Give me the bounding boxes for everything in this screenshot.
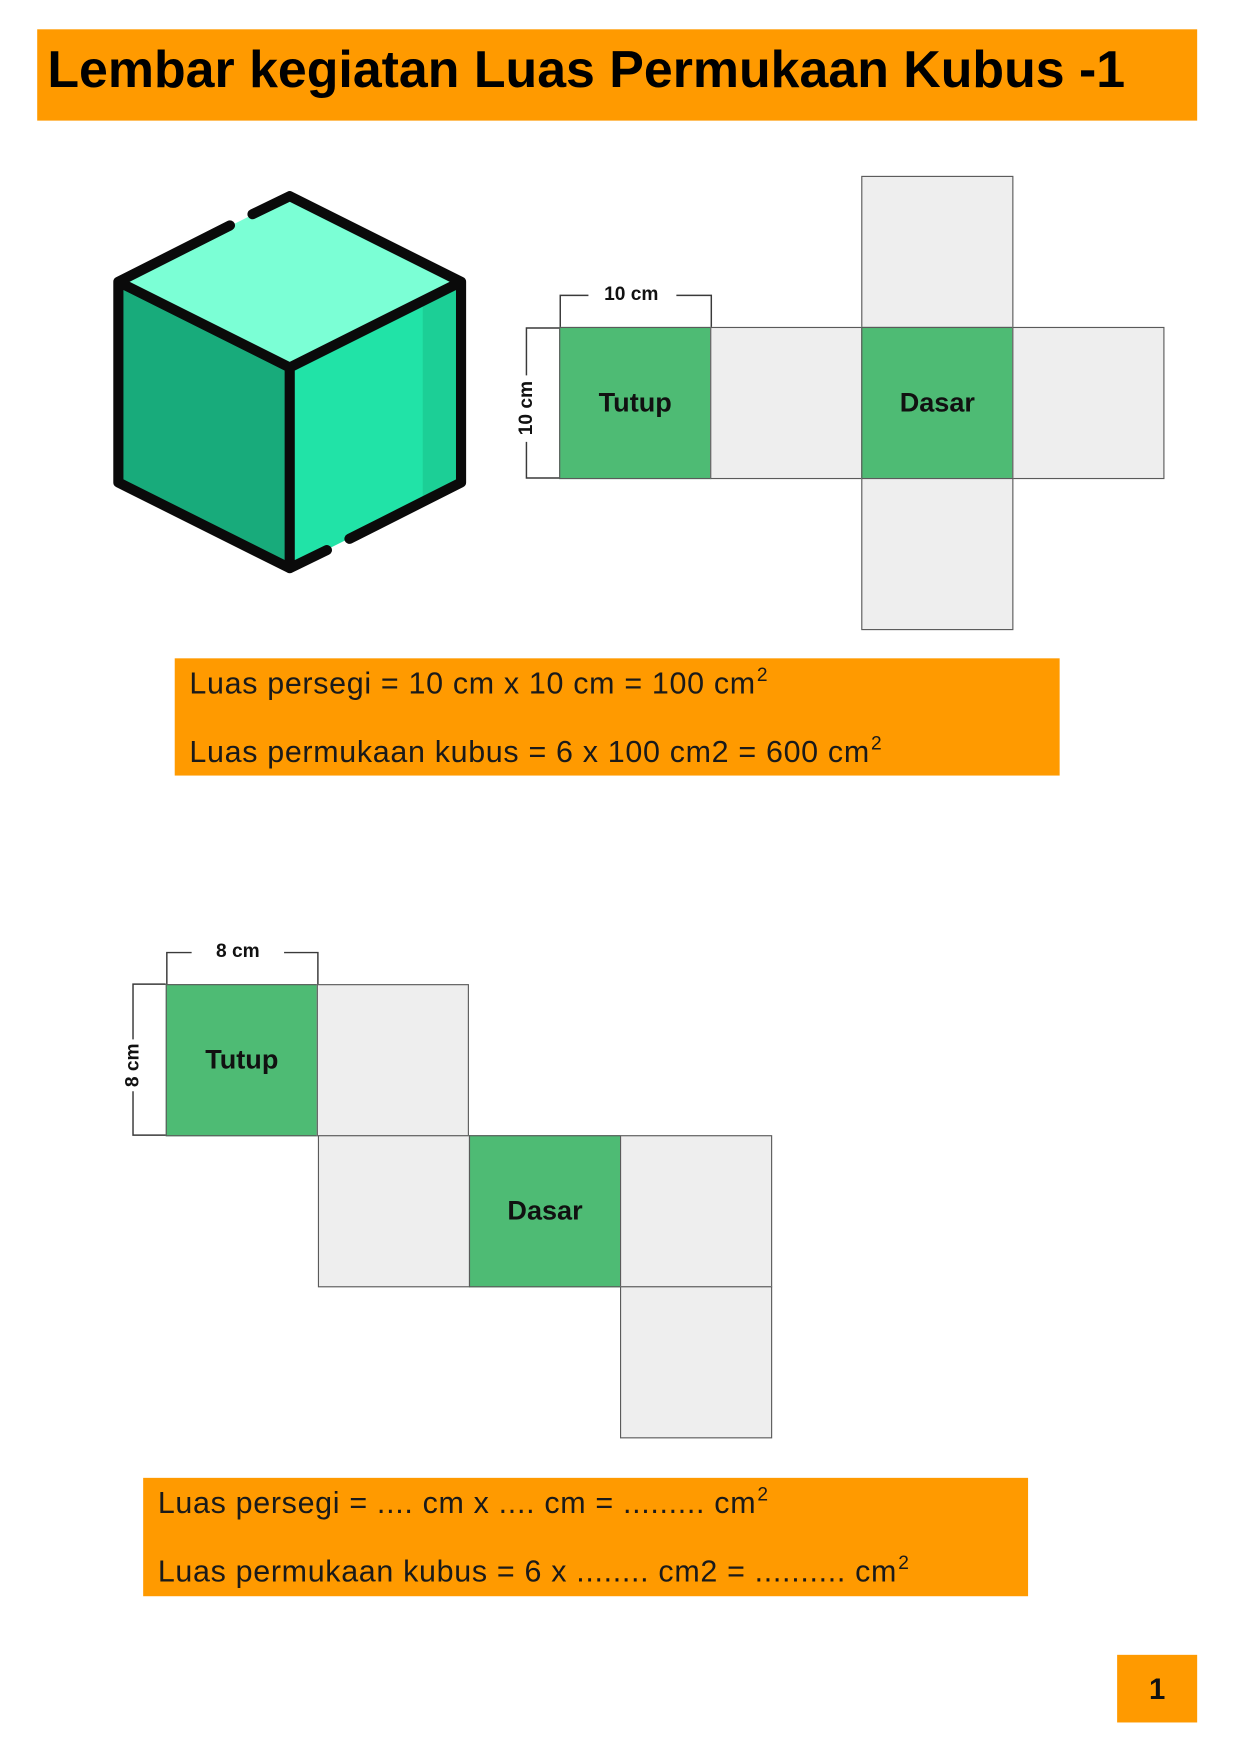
answer-box-2: Luas persegi = .... cm x .... cm = .....… <box>143 1477 1029 1597</box>
answer-2-line-1-text: Luas persegi = .... cm x .... cm = .....… <box>157 1485 757 1520</box>
net2-side-top-label: 8 cm <box>216 940 260 962</box>
cube-right-face <box>289 281 462 569</box>
net2-face-side-4 <box>620 1286 773 1439</box>
answer-1-line-2: Luas permukaan kubus = 6 x 100 cm2 = 600… <box>189 732 882 775</box>
title-banner: Lembar kegiatan Luas Permukaan Kubus -1 <box>37 29 1198 121</box>
answer-1-line-1-text: Luas persegi = 10 cm x 10 cm = 100 cm <box>189 666 756 701</box>
answer-2-line-2-text: Luas permukaan kubus = 6 x ........ cm2 … <box>157 1554 898 1589</box>
net1-face-side-1 <box>710 326 863 480</box>
net2-face-side-2 <box>317 1135 471 1288</box>
net2-face-dasar-label: Dasar <box>507 1195 583 1226</box>
net2-face-tutup-label: Tutup <box>205 1044 279 1075</box>
page-title: Lembar kegiatan Luas Permukaan Kubus -1 <box>47 39 1126 99</box>
cube-icon <box>113 191 467 574</box>
net2-face-tutup: Tutup <box>165 984 318 1137</box>
answer-box-1: Luas persegi = 10 cm x 10 cm = 100 cm2 L… <box>174 658 1060 776</box>
cube-left-face <box>118 281 290 569</box>
net1-face-bottom-extra <box>861 477 1014 631</box>
answer-2-line-1-sup: 2 <box>757 1483 769 1505</box>
net1-side-left-label: 10 cm <box>515 380 537 436</box>
net1-face-side-2 <box>1012 326 1165 480</box>
net2-face-side-1 <box>316 984 469 1137</box>
net1-face-dasar-label: Dasar <box>899 387 975 418</box>
net1-side-top-label: 10 cm <box>604 282 659 305</box>
net1-face-top-extra <box>861 175 1014 329</box>
cube-outline <box>113 191 467 574</box>
answer-1-line-1-sup: 2 <box>756 663 768 686</box>
answer-2-line-2-sup: 2 <box>898 1552 909 1574</box>
cube-right-shade <box>422 281 462 502</box>
net2-face-dasar: Dasar <box>468 1135 622 1288</box>
answer-2-line-1: Luas persegi = .... cm x .... cm = .....… <box>157 1483 769 1526</box>
answer-2-line-2: Luas permukaan kubus = 6 x ........ cm2 … <box>157 1552 909 1594</box>
page-number: 1 <box>1148 1671 1166 1706</box>
answer-1-line-1: Luas persegi = 10 cm x 10 cm = 100 cm2 <box>189 663 768 706</box>
answer-1-line-2-sup: 2 <box>870 732 882 755</box>
net2-side-left-label: 8 cm <box>121 1043 144 1088</box>
net1-face-dasar: Dasar <box>861 326 1014 480</box>
net1-face-tutup-label: Tutup <box>598 387 672 418</box>
answer-1-line-2-text: Luas permukaan kubus = 6 x 100 cm2 = 600… <box>189 734 870 769</box>
net1-face-tutup: Tutup <box>559 326 712 480</box>
net2-face-side-3 <box>620 1135 773 1288</box>
page-number-badge: 1 <box>1117 1654 1198 1723</box>
